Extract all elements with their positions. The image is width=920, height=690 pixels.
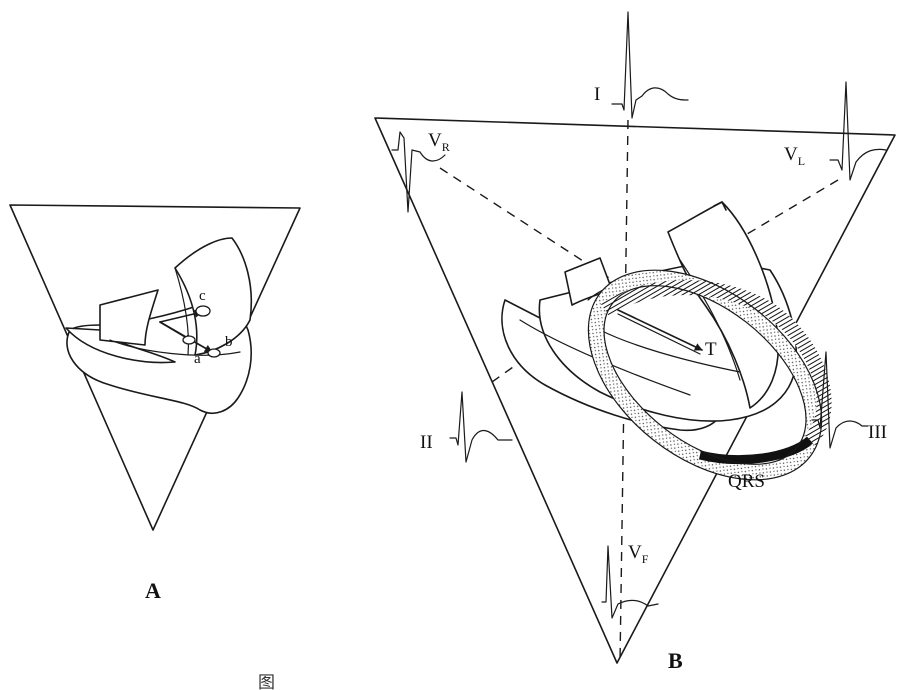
panel-a-blob-a <box>182 335 196 345</box>
lead-I-label: I <box>594 84 600 105</box>
panel-a-floor-line <box>109 339 241 356</box>
ecg-trace-III <box>811 351 869 449</box>
t-vector-shaft-2 <box>617 313 701 355</box>
lead-VL-label: VL <box>784 144 805 168</box>
point-a-label: a <box>194 351 201 367</box>
qrs-loop-inner-edge <box>603 285 807 465</box>
point-b-label: b <box>225 334 233 350</box>
ecg-trace-I <box>611 11 689 119</box>
panel-a-blob-b <box>207 348 221 358</box>
lead-VR-label: VR <box>428 130 450 154</box>
t-loop-label: T <box>705 339 717 360</box>
qrs-loop-outer-edge <box>587 269 823 481</box>
heart-inner-curve-1 <box>679 259 741 381</box>
panel-b-label: B <box>668 648 683 673</box>
heart-wall-tip <box>713 201 727 211</box>
panel-a-blob-c <box>195 305 211 317</box>
lead-III-label: III <box>868 422 887 443</box>
ecg-trace-VL <box>829 81 887 181</box>
panel-a-vector-c <box>159 309 203 323</box>
panel-a-septum <box>99 289 159 346</box>
qrs-loop-stipple <box>588 269 822 481</box>
ecg-trace-VF <box>601 545 659 619</box>
panel-a-label: A <box>145 578 161 603</box>
panel-a-inner-curve <box>174 267 189 356</box>
point-c-label: c <box>199 288 206 304</box>
qrs-loop-hatched <box>600 280 832 446</box>
qrs-loop-dark <box>698 436 814 465</box>
ecg-trace-VR <box>391 131 446 213</box>
lead-VF-label: VF <box>628 542 649 566</box>
heart-inner-curve-2 <box>599 329 741 373</box>
panel-b: I II III VR VL VF T QRS B <box>374 11 896 673</box>
t-vector-arrow <box>617 309 703 351</box>
panel-a-right-wall <box>174 237 253 356</box>
figure-caption: 图 <box>258 673 275 690</box>
panel-a: a b c A <box>9 204 301 603</box>
ecg-trace-II <box>449 391 513 463</box>
lead-aVF-axis <box>619 119 629 663</box>
lead-II-label: II <box>420 432 433 453</box>
qrs-loop-label: QRS <box>728 471 765 492</box>
